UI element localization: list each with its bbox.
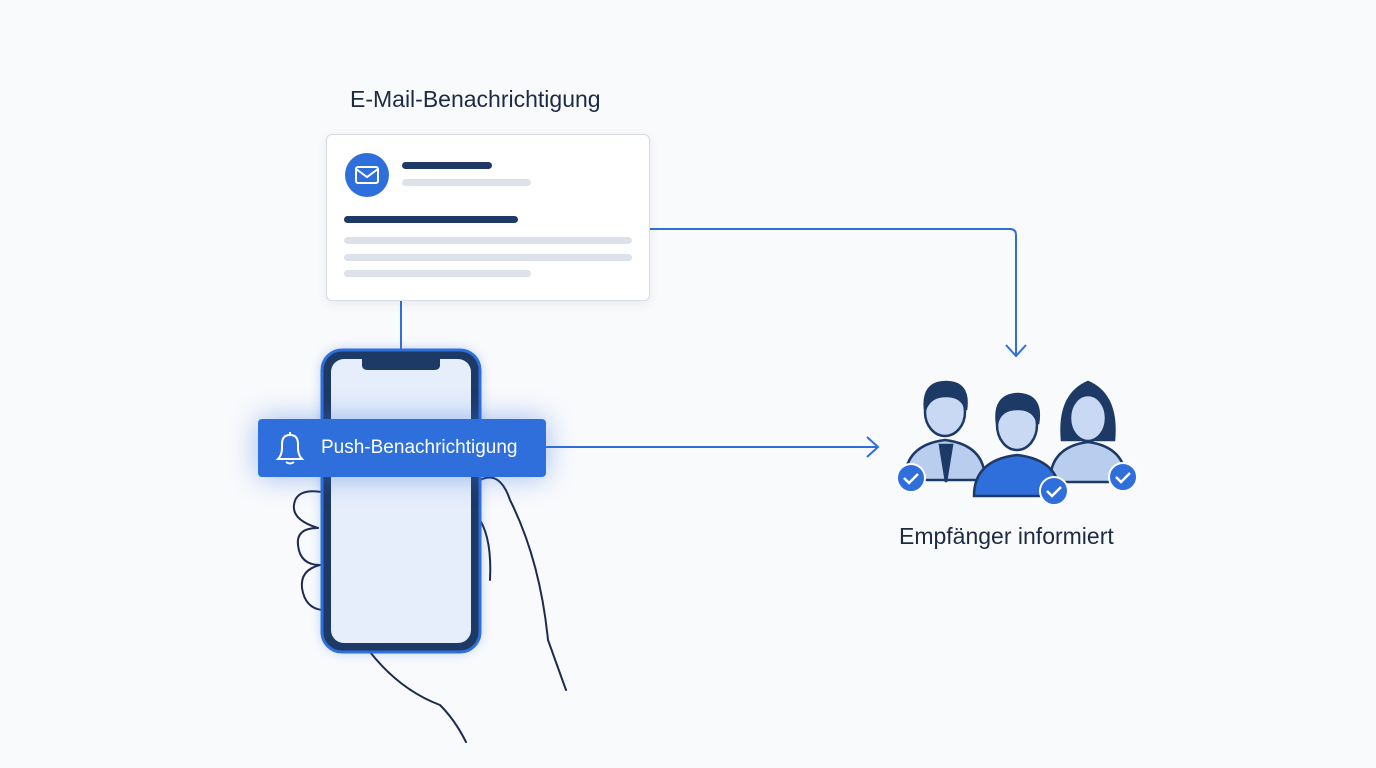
recipients-group <box>903 380 1128 498</box>
push-notification-banner: Push-Benachrichtigung <box>258 419 546 477</box>
check-icon <box>1039 476 1069 506</box>
email-card <box>326 134 650 301</box>
connector-push-to-recipients <box>546 436 880 458</box>
check-icon <box>896 463 926 493</box>
email-notification-title: E-Mail-Benachrichtigung <box>350 86 601 112</box>
envelope-icon <box>345 153 389 197</box>
person-left <box>903 380 987 483</box>
smartphone <box>320 348 482 654</box>
connector-email-to-recipients <box>648 228 1027 358</box>
person-right <box>1048 380 1128 484</box>
check-icon <box>1108 462 1138 492</box>
person-center <box>972 392 1062 498</box>
recipients-informed-label: Empfänger informiert <box>899 523 1114 549</box>
email-card-content <box>344 153 632 277</box>
hand-illustration <box>292 476 567 743</box>
bell-icon <box>275 432 305 465</box>
push-notification-label: Push-Benachrichtigung <box>321 437 518 458</box>
check-badges <box>896 462 1138 506</box>
